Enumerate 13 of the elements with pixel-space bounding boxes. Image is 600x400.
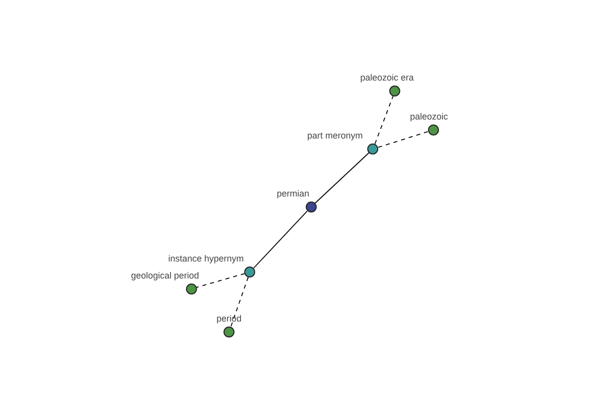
node-label: geological period xyxy=(130,270,200,280)
dashed-connector xyxy=(378,131,428,148)
node-label: instance hypernym xyxy=(168,254,244,264)
node-label: paleozoic era xyxy=(360,72,414,82)
connector-line xyxy=(253,210,308,268)
dashed-connector xyxy=(374,96,394,144)
dashed-connector xyxy=(230,276,249,328)
node-label: paleozoic xyxy=(410,112,448,122)
connector-line xyxy=(314,152,370,204)
node-label: permian xyxy=(276,188,310,198)
node-label: part meronym xyxy=(307,130,363,140)
node-label: period xyxy=(216,314,242,324)
dashed-connector xyxy=(196,273,246,288)
